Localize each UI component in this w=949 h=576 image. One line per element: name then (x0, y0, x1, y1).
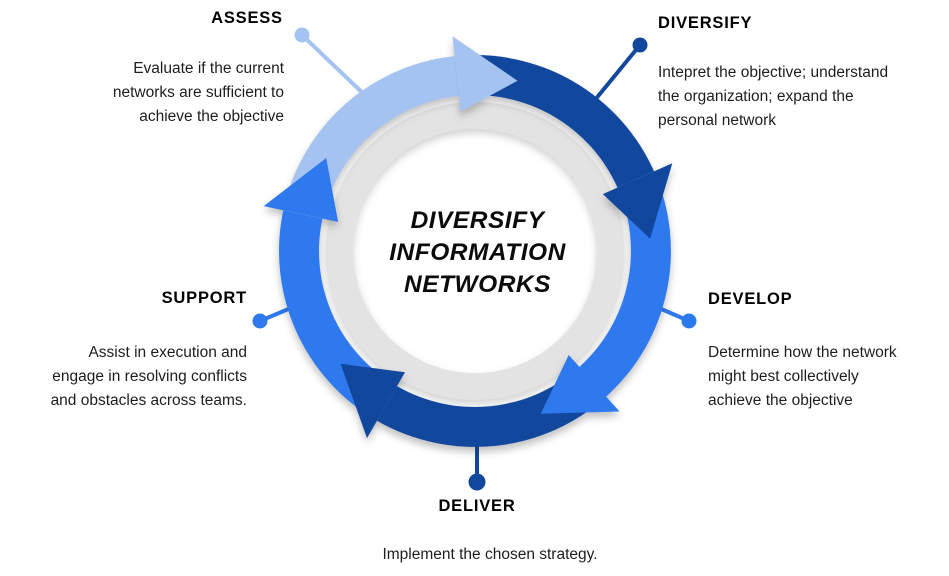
deliver-description: Implement the chosen strategy. (320, 543, 660, 567)
center-title-line: INFORMATION (389, 239, 566, 266)
diversify-desc-line: Intepret the objective; understand (658, 64, 889, 81)
support-label: SUPPORT (161, 289, 247, 307)
diversify-desc-line: the organization; expand the (658, 88, 854, 105)
support-arrowhead-icon (263, 158, 339, 222)
assess-connector-line (300, 33, 371, 101)
support-desc-line: engage in resolving conflicts (52, 368, 247, 385)
develop-arrowhead-icon (540, 355, 620, 414)
develop-desc-line: might best collectively (708, 368, 859, 385)
center-title-line: DIVERSIFY (410, 207, 545, 234)
support-callout: SUPPORT (87, 289, 247, 307)
deliver-label: DELIVER (438, 497, 516, 515)
diagram-center-title: DIVERSIFY INFORMATION NETWORKS (357, 205, 598, 301)
develop-desc-line: achieve the objective (708, 392, 853, 409)
diversify-label: DIVERSIFY (658, 14, 753, 32)
support-description: Assist in execution and engage in resolv… (10, 341, 247, 413)
assess-desc-line: Evaluate if the current (133, 60, 284, 77)
assess-desc-line: networks are sufficient to (112, 84, 284, 101)
diversify-desc-line: personal network (658, 112, 777, 129)
diversify-callout: DIVERSIFY (658, 14, 938, 32)
support-desc-line: Assist in execution and (88, 344, 247, 361)
assess-callout: ASSESS (167, 9, 327, 27)
diversify-connector-line (588, 43, 642, 108)
develop-connector-dot (681, 313, 697, 329)
assess-desc-line: achieve the objective (139, 108, 284, 125)
develop-desc-line: Determine how the network (708, 344, 897, 361)
diversify-arrowhead-icon (602, 163, 673, 239)
assess-arrowhead-icon (452, 36, 518, 112)
arrow-ring (263, 36, 673, 447)
assess-description: Evaluate if the current networks are suf… (58, 57, 284, 129)
deliver-desc-line: Implement the chosen strategy. (382, 546, 598, 563)
deliver-arc-segment (377, 366, 607, 447)
deliver-callout: DELIVER (397, 497, 557, 515)
deliver-connector-dot (468, 473, 486, 491)
diversify-arc-segment (454, 55, 654, 188)
assess-label: ASSESS (211, 9, 283, 27)
support-desc-line: and obstacles across teams. (50, 392, 247, 409)
assess-connector-dot (294, 27, 310, 43)
develop-label: DEVELOP (708, 290, 793, 308)
diversify-description: Intepret the objective; understand the o… (658, 61, 943, 133)
support-connector-dot (252, 313, 268, 329)
diversify-connector-dot (632, 37, 648, 53)
develop-description: Determine how the network might best col… (708, 341, 948, 413)
develop-callout: DEVELOP (708, 290, 948, 308)
center-title-line: NETWORKS (404, 271, 551, 298)
deliver-arrowhead-icon (340, 363, 405, 439)
